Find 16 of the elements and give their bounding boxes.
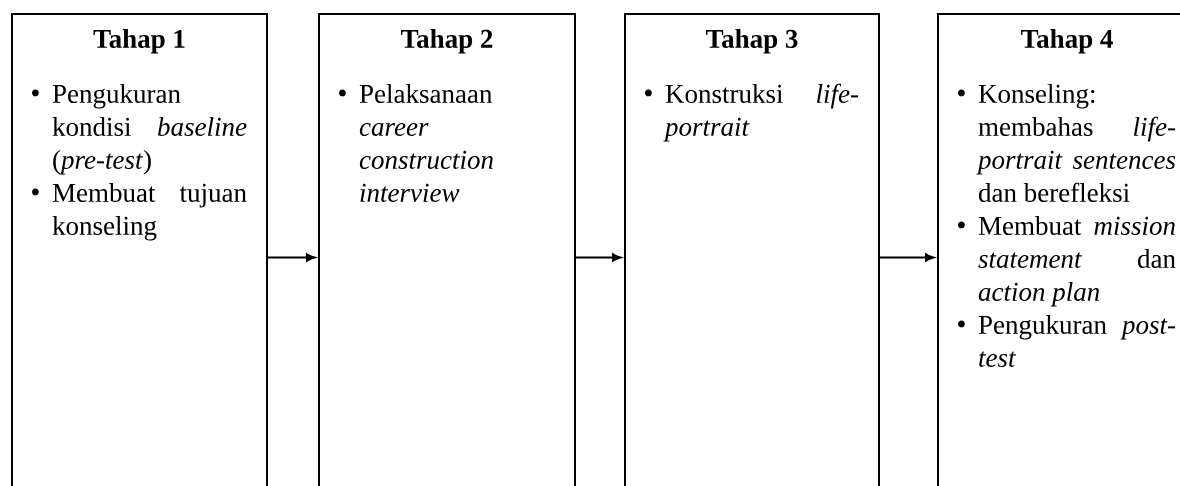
- bullet-item: Membuat tujuan konseling: [52, 183, 247, 241]
- box-heading: Tahap 2: [401, 29, 493, 54]
- arrow: [575, 253, 622, 262]
- box-heading: Tahap 4: [1021, 29, 1113, 54]
- arrow: [879, 253, 935, 262]
- bullet-item: Pengukuran kondisi baseline (pre-test): [52, 84, 247, 175]
- bullet-item: Pengukuran post-test: [978, 315, 1176, 367]
- bullet-item: Pelaksanaan career construction interview: [359, 84, 493, 202]
- box-heading: Tahap 3: [706, 29, 798, 54]
- stage-box: [318, 13, 576, 486]
- box-heading: Tahap 1: [93, 29, 185, 54]
- arrow: [267, 253, 316, 262]
- bullet-item: Konstruksi life-portrait: [663, 83, 859, 142]
- stage-box: [624, 13, 880, 486]
- stage-box: [11, 13, 268, 486]
- stage-box: [937, 13, 1180, 486]
